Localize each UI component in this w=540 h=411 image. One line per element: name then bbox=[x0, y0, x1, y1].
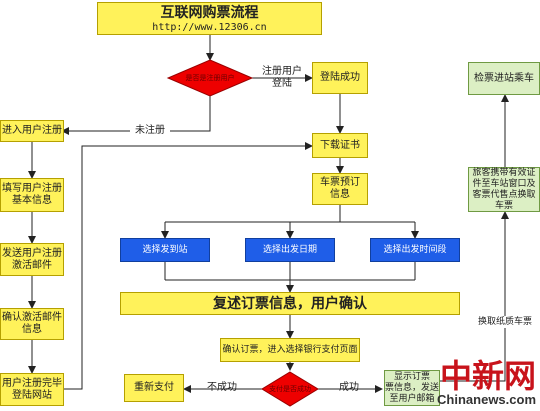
option-date: 选择出发日期 bbox=[245, 238, 335, 262]
show-info-node: 显示订票 票信息，发送 至用户邮箱 bbox=[384, 370, 440, 406]
option-time: 选择出发时间段 bbox=[370, 238, 460, 262]
edge-label-registered: 注册用户 登陆 bbox=[262, 66, 302, 89]
repay-node: 重新支付 bbox=[124, 374, 184, 402]
registered-decision-diamond bbox=[166, 59, 254, 97]
confirm-pay-node: 确认订票，进入选择银行支付页面 bbox=[220, 338, 360, 362]
title-main: 互联网购票流程 bbox=[160, 4, 259, 21]
board-node: 检票进站乘车 bbox=[468, 62, 540, 95]
edge-label-failure: 不成功 bbox=[207, 382, 237, 393]
payment-decision-label: 支付是否成功 bbox=[269, 385, 311, 393]
edge-label-not-registered: 未注册 bbox=[130, 125, 170, 137]
watermark-english: Chinanews.com bbox=[437, 392, 536, 407]
registered-decision-label: 是否是注册用户 bbox=[185, 74, 235, 82]
passenger-id-node: 旅客携带有效证 件至车站窗口及 客票代售点换取 车票 bbox=[468, 167, 540, 212]
title-url: http://www.12306.cn bbox=[152, 21, 267, 33]
login-success-node: 登陆成功 bbox=[312, 62, 368, 94]
confirm-email-node: 确认激活邮件 信息 bbox=[0, 308, 64, 340]
download-cert-node: 下载证书 bbox=[312, 133, 368, 158]
enter-register-node: 进入用户注册 bbox=[0, 120, 64, 142]
payment-decision-diamond bbox=[261, 371, 319, 407]
watermark: 中新网 Chinanews.com bbox=[437, 359, 536, 407]
confirm-order-node: 复述订票信息，用户确认 bbox=[120, 292, 460, 315]
reserve-node: 车票预订 信息 bbox=[312, 173, 368, 205]
edge-label-exchange: 换取纸质车票 bbox=[470, 316, 540, 328]
option-station: 选择发到站 bbox=[120, 238, 210, 262]
edge-label-success: 成功 bbox=[339, 382, 359, 393]
register-done-node: 用户注册完毕 登陆网站 bbox=[0, 373, 64, 406]
send-email-node: 发送用户注册 激活邮件 bbox=[0, 243, 64, 276]
flowchart-title: 互联网购票流程 http://www.12306.cn bbox=[97, 2, 322, 35]
watermark-chinese: 中新网 bbox=[439, 357, 536, 395]
fill-info-node: 填写用户注册 基本信息 bbox=[0, 178, 64, 212]
